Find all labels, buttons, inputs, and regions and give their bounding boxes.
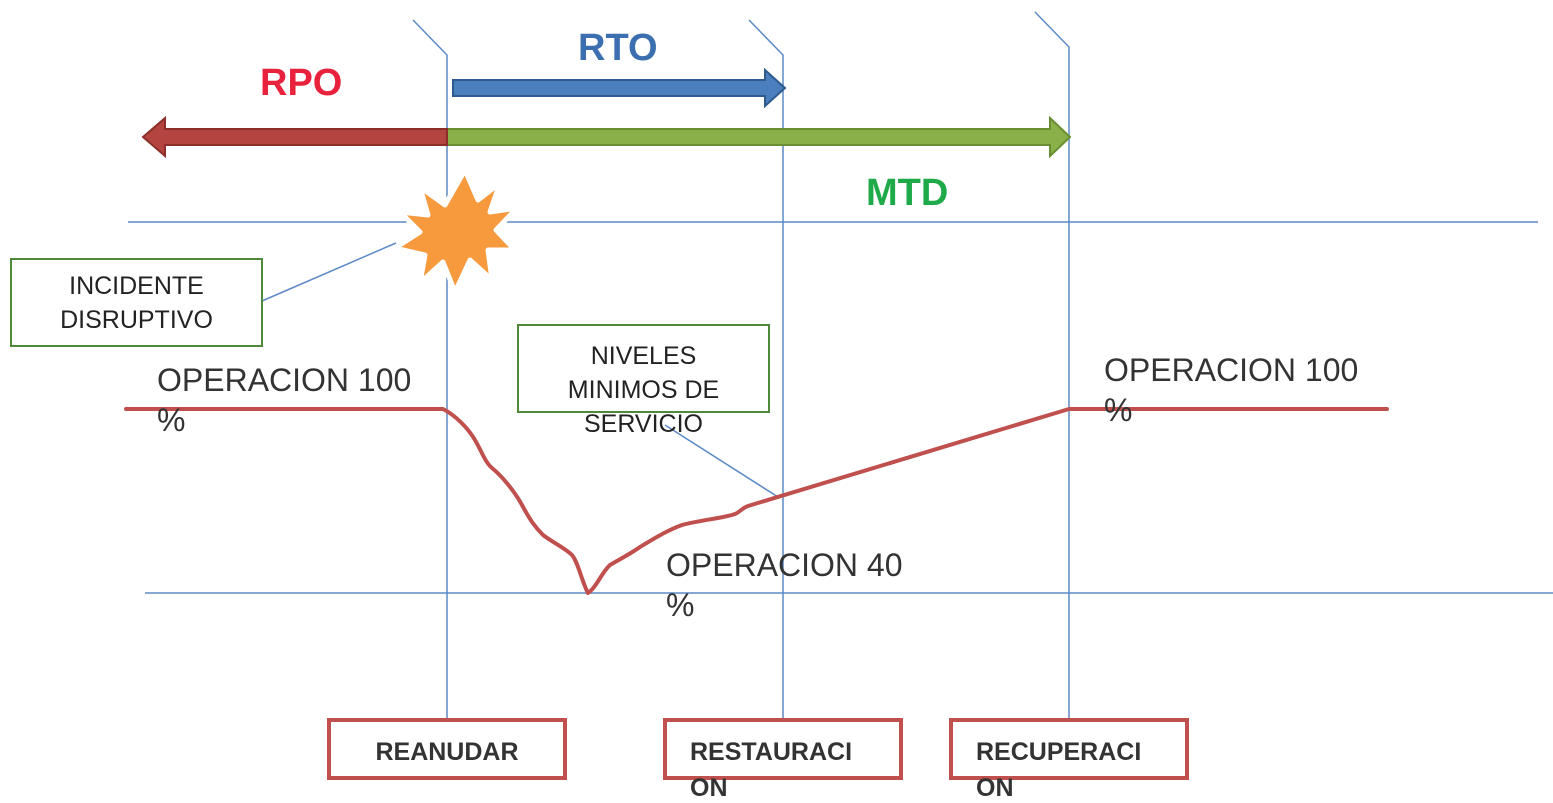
incident-burst-icon <box>392 167 520 295</box>
incident-line-1: INCIDENTE <box>69 272 204 300</box>
operation-40-label: OPERACION 40 % <box>666 545 903 625</box>
restauracion-vertical-line <box>748 19 784 720</box>
op100-right-line-2: % <box>1104 392 1133 428</box>
incident-callout-line <box>261 242 397 302</box>
min-levels-line-1: NIVELES <box>590 342 697 370</box>
min-levels-line-2: MINIMOS DE <box>567 376 720 404</box>
op100-left-line-1: OPERACION 100 <box>157 362 412 398</box>
min-levels-callout-line <box>664 424 779 498</box>
op100-right-line-1: OPERACION 100 <box>1104 352 1359 388</box>
phase-recuperacion-line-1: RECUPERACI <box>976 738 1142 766</box>
phase-restauracion-line-1: RESTAURACI <box>690 738 853 766</box>
rpo-arrow <box>141 115 448 159</box>
mtd-arrow <box>446 115 1072 159</box>
reanudar-vertical-line <box>412 19 448 720</box>
rto-label: RTO <box>578 27 658 69</box>
operation-100-right-label: OPERACION 100 % <box>1104 350 1358 430</box>
min-service-levels-box: NIVELES MINIMOS DE SERVICIO <box>517 324 770 438</box>
phase-recuperacion-box: RECUPERACI <box>949 718 1189 780</box>
rto-arrow <box>452 67 787 109</box>
incident-line-2: DISRUPTIVO <box>60 306 213 334</box>
recuperacion-vertical-line <box>1034 11 1070 720</box>
incident-box: INCIDENTE DISRUPTIVO <box>10 258 263 347</box>
phase-reanudar-label: REANUDAR <box>375 738 519 766</box>
op100-left-line-2: % <box>157 402 186 438</box>
phase-recuperacion-line-2: ON <box>976 774 1014 802</box>
mtd-label: MTD <box>866 172 949 214</box>
phase-reanudar-box: REANUDAR <box>327 718 567 780</box>
phase-restauracion-line-2: ON <box>690 774 728 802</box>
operation-level-curve <box>124 407 1389 595</box>
op40-line-2: % <box>666 587 695 623</box>
phase-restauracion-box: RESTAURACI <box>663 718 903 780</box>
op40-line-1: OPERACION 40 <box>666 547 903 583</box>
operation-100-left-label: OPERACION 100 % <box>157 360 411 440</box>
rpo-label: RPO <box>260 62 343 104</box>
min-levels-line-3: SERVICIO <box>583 410 704 438</box>
